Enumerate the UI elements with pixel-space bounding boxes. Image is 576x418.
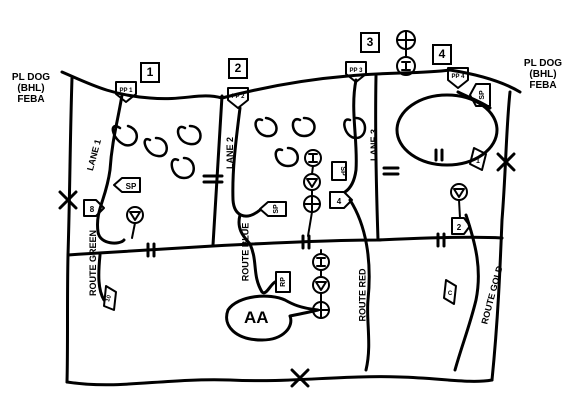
lateral-road bbox=[66, 235, 504, 257]
tag-1-label: 1 bbox=[476, 158, 480, 165]
sector-divider-2-3 bbox=[374, 74, 380, 242]
sector-3-box: 3 bbox=[360, 32, 380, 53]
route-blue-path bbox=[237, 213, 277, 295]
pp3-label: PP 3 bbox=[350, 68, 364, 74]
phase-line-label-right: PL DOG (BHL) FEBA bbox=[518, 58, 568, 91]
pp4-label: PP 4 bbox=[452, 74, 466, 80]
sp-label-1: SP bbox=[126, 182, 137, 191]
phase-line-left-line3: FEBA bbox=[17, 94, 45, 105]
right-boundary bbox=[490, 90, 512, 382]
phase-line-label-left: PL DOG (BHL) FEBA bbox=[6, 72, 56, 105]
obstacle-cluster-1 bbox=[111, 124, 202, 180]
sp-label-2: SP bbox=[273, 204, 280, 214]
tag-2-label: 2 bbox=[457, 223, 462, 232]
assembly-area-outline bbox=[225, 294, 320, 342]
phase-line-right-line1: PL DOG bbox=[523, 58, 563, 69]
assembly-area-label: AA bbox=[244, 308, 269, 327]
phase-line-right-line2: (BHL) bbox=[529, 69, 557, 80]
route-red-label: ROUTE RED bbox=[357, 268, 368, 322]
sector-1-box: 1 bbox=[140, 62, 160, 83]
lane-2-route bbox=[231, 106, 262, 218]
sector-divider-1-2 bbox=[211, 94, 224, 247]
sector-2-box: 2 bbox=[228, 58, 248, 79]
lane-2-label: LANE 2 bbox=[225, 136, 236, 170]
pp2-label: PP 2 bbox=[232, 94, 246, 100]
boundary-x-markers bbox=[58, 152, 516, 388]
sp-label-3: SP bbox=[339, 166, 346, 176]
lane-1-route bbox=[95, 93, 126, 245]
phase-line-right-line3: FEBA bbox=[529, 80, 557, 91]
tag-c-label: C bbox=[448, 291, 453, 297]
obstacle-ellipse bbox=[395, 93, 499, 167]
lane-3-label: LANE 3 bbox=[369, 128, 380, 162]
pp1-label: PP 1 bbox=[120, 88, 134, 94]
sector-4-box: 4 bbox=[432, 44, 452, 65]
route-green-path bbox=[97, 253, 106, 302]
phase-line-left-line2: (BHL) bbox=[17, 83, 45, 94]
tag-8-label: 8 bbox=[90, 205, 95, 214]
left-boundary bbox=[65, 76, 74, 384]
obstacle-cluster-2 bbox=[254, 116, 367, 168]
tag-10-label: 10 bbox=[105, 294, 113, 303]
lane-3-route bbox=[343, 78, 358, 194]
route-gold-path bbox=[453, 213, 480, 372]
pp-flags bbox=[115, 61, 469, 109]
tag-4-label: 4 bbox=[337, 197, 342, 206]
sp-rp-flags bbox=[113, 83, 491, 293]
phase-line-left-line1: PL DOG bbox=[11, 72, 51, 83]
route-green-label: ROUTE GREEN bbox=[88, 229, 99, 297]
control-symbols bbox=[126, 30, 468, 319]
route-red-path bbox=[348, 198, 371, 372]
numbered-tags bbox=[83, 147, 487, 311]
sp-label-4: SP bbox=[479, 90, 486, 100]
lane-gap-marks bbox=[146, 166, 446, 258]
symbol-connectors bbox=[131, 48, 461, 303]
bottom-boundary bbox=[65, 375, 494, 387]
phase-line-feba bbox=[60, 68, 522, 101]
route-blue-label: ROUTE BLUE bbox=[240, 222, 251, 282]
rp-label: RP bbox=[280, 277, 287, 287]
